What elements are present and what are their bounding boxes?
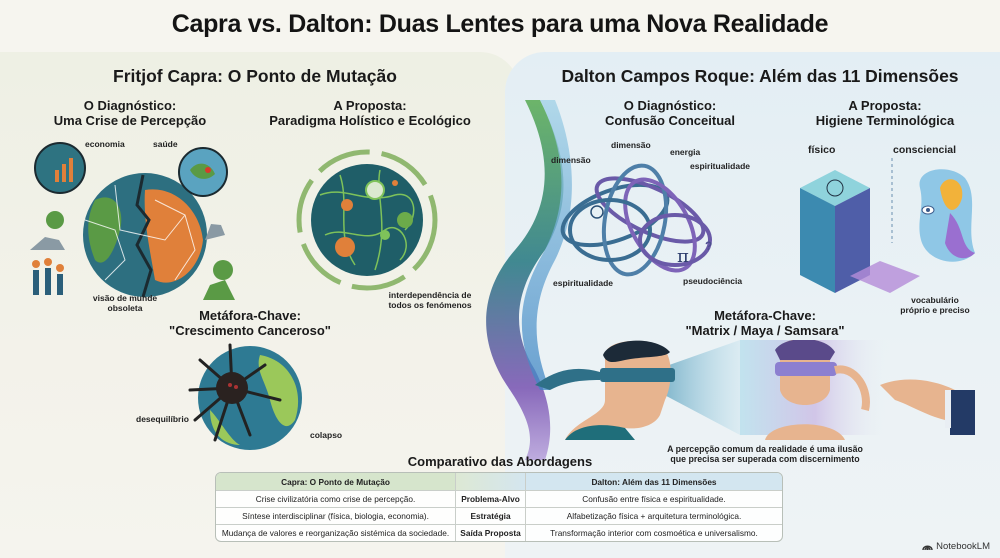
- capra-metaphor-title-line1: Metáfora-Chave:: [199, 308, 301, 323]
- capra-diagnosis-title-line2: Uma Crise de Percepção: [53, 113, 207, 128]
- label-vocab-line2: próprio e preciso: [900, 305, 970, 315]
- capra-diagnosis-title: O Diagnóstico: Uma Crise de Percepção: [20, 98, 240, 128]
- label-fisico: físico: [808, 144, 836, 156]
- capra-metaphor-title-line2: "Crescimento Canceroso": [169, 323, 331, 338]
- comparison-title: Comparativo das Abordagens: [407, 454, 593, 469]
- svg-text:?: ?: [705, 239, 712, 253]
- table-header-row: Capra: O Ponto de Mutação Dalton: Além d…: [216, 473, 782, 490]
- dalton-diagnosis-title-line2: Confusão Conceitual: [604, 113, 735, 128]
- label-consciencial: consciencial: [893, 144, 957, 156]
- label-espiritualidade-right: espiritualidade: [690, 161, 750, 171]
- table-cell-capra: Síntese interdisciplinar (física, biolog…: [216, 508, 456, 524]
- dalton-proposal-title: A Proposta: Higiene Terminológica: [790, 98, 980, 128]
- dalton-metaphor-title: Metáfora-Chave: "Matrix / Maya / Samsara…: [650, 308, 880, 338]
- label-colapso: colapso: [310, 430, 343, 440]
- cancer-globe-icon: [188, 343, 302, 450]
- dalton-metaphor-title-line1: Metáfora-Chave:: [714, 308, 816, 323]
- blindfold-matrix-icon: [535, 340, 975, 440]
- brand-label: NotebookLM: [936, 541, 990, 552]
- matrix-caption-line2: que precisa ser superada com discernimen…: [670, 454, 860, 464]
- matrix-caption-line1: A percepção comum da realidade é uma ilu…: [667, 444, 863, 454]
- table-cell-criteria: Saída Proposta: [456, 525, 526, 541]
- table-cell-dalton: Alfabetização física + arquitetura termi…: [566, 511, 742, 521]
- label-saude: saúde: [153, 139, 178, 149]
- dalton-diagnosis-title-line1: O Diagnóstico:: [623, 98, 717, 113]
- table-row: Mudança de valores e reorganização sisté…: [216, 524, 782, 541]
- label-visao-line1: visão de munde: [92, 293, 158, 303]
- wave-divider-icon: [486, 100, 572, 460]
- table-cell-capra: Crise civilizatória como crise de percep…: [216, 491, 456, 507]
- left-panel-title: Fritjof Capra: O Ponto de Mutação: [113, 66, 397, 86]
- capra-proposal-title-line2: Paradigma Holístico e Ecológico: [269, 113, 471, 128]
- svg-text:π: π: [677, 246, 689, 267]
- network-globe-icon: [296, 149, 438, 291]
- capra-proposal-title-line1: A Proposta:: [333, 98, 407, 113]
- dalton-proposal-title-line2: Higiene Terminológica: [815, 113, 955, 128]
- label-espiritualidade-bottom: espiritualidade: [553, 278, 613, 288]
- capra-metaphor-title: Metáfora-Chave: "Crescimento Canceroso": [150, 308, 350, 338]
- table-header-dalton: Dalton: Além das 11 Dimensões: [526, 473, 782, 490]
- notebooklm-logo-icon: [922, 545, 933, 551]
- table-header-capra: Capra: O Ponto de Mutação: [216, 473, 456, 490]
- page-title: Capra vs. Dalton: Duas Lentes para uma N…: [171, 10, 829, 38]
- cracked-globe-icon: [30, 142, 235, 300]
- label-energia: energia: [670, 147, 701, 157]
- table-header-criteria: [456, 473, 526, 490]
- matrix-caption: A percepção comum da realidade é uma ilu…: [640, 444, 890, 464]
- table-cell-capra: Mudança de valores e reorganização sisté…: [216, 525, 456, 541]
- comparison-table: Capra: O Ponto de Mutação Dalton: Além d…: [215, 472, 783, 542]
- table-cell-criteria: Estratégia: [456, 508, 526, 524]
- label-interdependencia: interdependência de todos os fenómenos: [380, 290, 480, 310]
- label-dimensao-left: dimensão: [551, 155, 591, 165]
- label-visao-line2: obsoleta: [107, 303, 143, 313]
- label-vocab-line1: vocabulário: [911, 295, 959, 305]
- label-interdep-line1: interdependência de: [388, 290, 472, 300]
- label-vocabulario: vocabulário próprio e preciso: [895, 295, 975, 315]
- table-cell-dalton: Confusão entre física e espiritualidade.: [582, 494, 726, 504]
- table-cell-dalton: Transformação interior com cosmoética e …: [550, 528, 758, 538]
- tangled-concepts-icon: π ?: [560, 163, 712, 277]
- label-interdep-line2: todos os fenómenos: [388, 300, 472, 310]
- right-panel-title: Dalton Campos Roque: Além das 11 Dimensõ…: [561, 66, 959, 86]
- physics-consciousness-icon: [800, 158, 975, 293]
- table-cell-criteria: Problema-Alvo: [456, 491, 526, 507]
- dalton-metaphor-title-line2: "Matrix / Maya / Samsara": [685, 323, 845, 338]
- capra-diagnosis-title-line1: O Diagnóstico:: [83, 98, 177, 113]
- label-dimensao-top: dimensão: [611, 140, 651, 150]
- table-row: Crise civilizatória como crise de percep…: [216, 490, 782, 507]
- label-desequilibrio: desequilíbrio: [136, 414, 189, 424]
- capra-proposal-title: A Proposta: Paradigma Holístico e Ecológ…: [255, 98, 485, 128]
- label-visao-obsoleta: visão de munde obsoleta: [85, 293, 165, 313]
- notebooklm-brand: NotebookLM: [922, 541, 990, 552]
- label-economia: economia: [85, 139, 125, 149]
- dalton-diagnosis-title: O Diagnóstico: Confusão Conceitual: [575, 98, 765, 128]
- label-pseudociencia: pseudociência: [683, 276, 743, 286]
- table-row: Síntese interdisciplinar (física, biolog…: [216, 507, 782, 524]
- dalton-proposal-title-line1: A Proposta:: [848, 98, 922, 113]
